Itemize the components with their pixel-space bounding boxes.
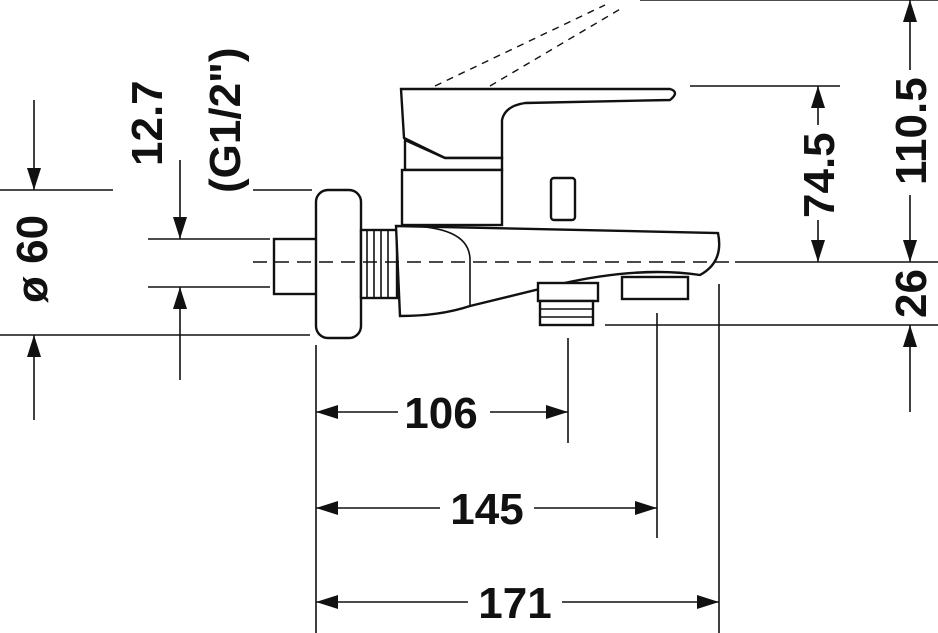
offset-label: 12.7	[123, 80, 172, 166]
escutcheon-plate	[314, 188, 363, 340]
width-171-label: 171	[478, 579, 551, 628]
height-26-label: 26	[887, 269, 936, 318]
height-74-5-label: 74.5	[795, 132, 844, 218]
wall-connector	[272, 237, 321, 296]
spout	[394, 224, 721, 318]
faucet-body	[272, 87, 721, 340]
lever-handle	[399, 87, 677, 160]
cartridge	[403, 138, 504, 172]
shower-outlet	[536, 281, 600, 303]
aerator	[620, 275, 690, 301]
shower-outlet-thread	[538, 299, 595, 327]
diameter-label: ø 60	[8, 215, 57, 303]
upper-column	[400, 168, 504, 227]
width-106-label: 106	[404, 389, 477, 438]
lever-open-position	[434, 4, 623, 87]
left-dimensions: ø 60 12.7 (G1/2")	[0, 47, 312, 420]
right-dimensions: 74.5 110.5 26	[605, 0, 938, 412]
diverter-knob	[549, 176, 577, 222]
thread-label: (G1/2")	[201, 47, 250, 193]
height-110-5-label: 110.5	[887, 77, 936, 185]
width-145-label: 145	[450, 485, 523, 534]
bottom-dimensions: 106 145 171	[315, 284, 720, 633]
